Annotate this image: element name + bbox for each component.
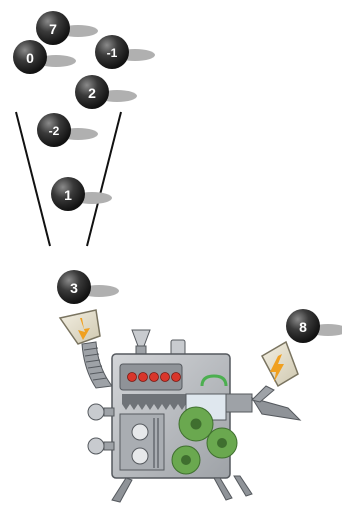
ball-label: 1 [64, 187, 72, 203]
ball-label: 7 [49, 21, 57, 37]
funnel-right-line [86, 111, 122, 247]
ball-label: -1 [107, 46, 118, 60]
input-arrow-icon [78, 318, 90, 340]
ball-label: 8 [299, 319, 307, 335]
ball-label: 2 [88, 85, 96, 101]
knob-icon [87, 403, 115, 421]
input-funnel [58, 309, 113, 389]
ball-2[interactable]: 2 [75, 75, 137, 109]
ball-7[interactable]: 7 [36, 11, 98, 45]
ball-neg1[interactable]: -1 [95, 35, 155, 69]
ball-label: 0 [26, 50, 34, 66]
gear-icon [171, 445, 201, 475]
output-arrow-icon [270, 354, 284, 382]
ball-1[interactable]: 1 [51, 177, 112, 211]
ball-neg2[interactable]: -2 [37, 113, 98, 147]
ball-label: 3 [70, 280, 78, 296]
funnel-left-line [15, 111, 51, 247]
ball-3[interactable]: 3 [57, 270, 119, 304]
output-funnel [251, 340, 299, 403]
ball-0[interactable]: 0 [13, 40, 76, 74]
indicator-lights [127, 372, 181, 382]
ball-8[interactable]: 8 [286, 309, 342, 343]
machine-handle [200, 374, 228, 387]
ball-label: -2 [49, 124, 60, 138]
knob-icon [87, 437, 115, 455]
gear-icon [178, 406, 214, 442]
function-machine [58, 309, 302, 503]
gear-icon [206, 427, 238, 459]
